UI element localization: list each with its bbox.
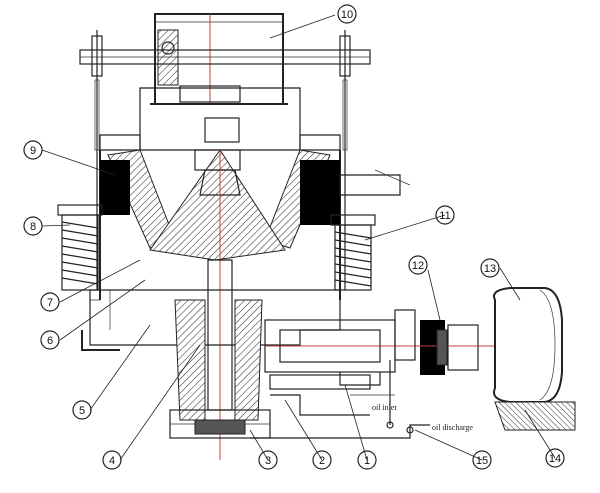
callout-6-label: 6 bbox=[47, 335, 53, 347]
callout-12-label: 12 bbox=[412, 260, 424, 272]
mantle-head bbox=[149, 149, 286, 460]
callout-14: 14 bbox=[545, 448, 565, 468]
callout-7: 7 bbox=[40, 292, 60, 312]
callout-8-label: 8 bbox=[30, 221, 36, 233]
countershaft-housing bbox=[264, 309, 430, 390]
callout-11: 11 bbox=[435, 205, 455, 225]
callout-5-label: 5 bbox=[79, 405, 85, 417]
callout-10-label: 10 bbox=[341, 9, 353, 21]
callout-9-label: 9 bbox=[30, 145, 36, 157]
callout-2-label: 2 bbox=[319, 455, 325, 467]
left-spring-assembly bbox=[57, 204, 103, 291]
callout-11-label: 11 bbox=[439, 210, 450, 222]
feed-hopper bbox=[150, 13, 288, 105]
callout-13-label: 13 bbox=[484, 263, 496, 275]
callout-6: 6 bbox=[40, 330, 60, 350]
callout-3: 3 bbox=[258, 450, 278, 470]
right-spring-assembly bbox=[330, 169, 411, 291]
callout-10: 10 bbox=[337, 4, 357, 24]
callout-9: 9 bbox=[23, 140, 43, 160]
coupling bbox=[420, 320, 495, 375]
callout-15-label: 15 bbox=[476, 455, 488, 467]
callout-4-label: 4 bbox=[109, 455, 115, 467]
callout-2: 2 bbox=[312, 450, 332, 470]
callout-8: 8 bbox=[23, 216, 43, 236]
motor-base bbox=[494, 401, 576, 431]
oil-inlet-label: oil inlet bbox=[372, 403, 397, 412]
top-frame-and-bolts bbox=[79, 30, 371, 290]
callout-1: 1 bbox=[357, 450, 377, 470]
callout-7-label: 7 bbox=[47, 297, 53, 309]
callout-12: 12 bbox=[408, 255, 428, 275]
leader-lines bbox=[41, 14, 556, 461]
callout-5: 5 bbox=[72, 400, 92, 420]
callout-1-label: 1 bbox=[364, 455, 370, 467]
motor bbox=[493, 287, 563, 403]
callout-14-label: 14 bbox=[549, 453, 561, 465]
oil-discharge-label: oil discharge bbox=[432, 423, 473, 432]
callout-3-label: 3 bbox=[265, 455, 271, 467]
callout-4: 4 bbox=[102, 450, 122, 470]
callout-13: 13 bbox=[480, 258, 500, 278]
oil-piping bbox=[250, 360, 430, 439]
callout-15: 15 bbox=[472, 450, 492, 470]
